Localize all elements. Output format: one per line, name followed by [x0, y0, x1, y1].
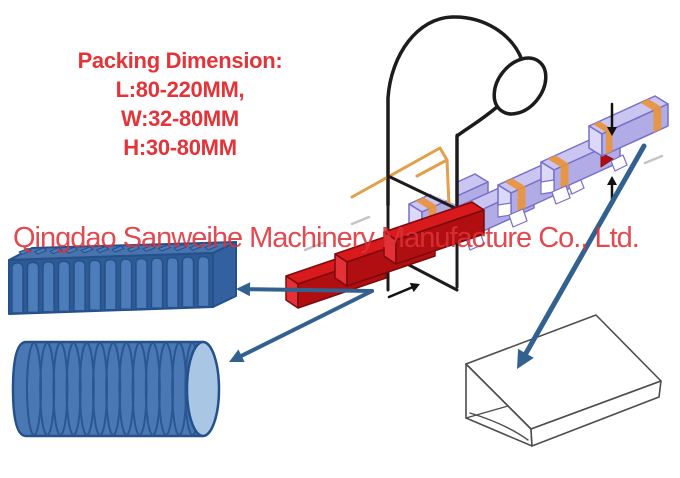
watermark-text: Qingdao Sanweihe Machinery Manufacture C…	[13, 222, 640, 254]
packing-length: L:80-220MM,	[115, 77, 245, 102]
wrapped-package	[588, 95, 669, 157]
packing-dimensions-note: Packing Dimension: L:80-220MM, W:32-80MM…	[55, 46, 305, 162]
packing-height: H:30-80MM	[123, 135, 237, 160]
end-seal-arrows	[607, 102, 617, 204]
feed-arrow	[387, 282, 420, 299]
product-block	[383, 201, 485, 265]
straw-bundle	[8, 241, 237, 315]
packing-width: W:32-80MM	[121, 106, 239, 131]
carton-arrow	[517, 143, 647, 369]
wrapped-carton	[465, 314, 662, 447]
former-guide	[350, 146, 451, 207]
output-arrows	[229, 282, 374, 363]
packing-dimensions-title: Packing Dimension:	[77, 48, 283, 73]
corrugated-roll	[11, 340, 221, 438]
